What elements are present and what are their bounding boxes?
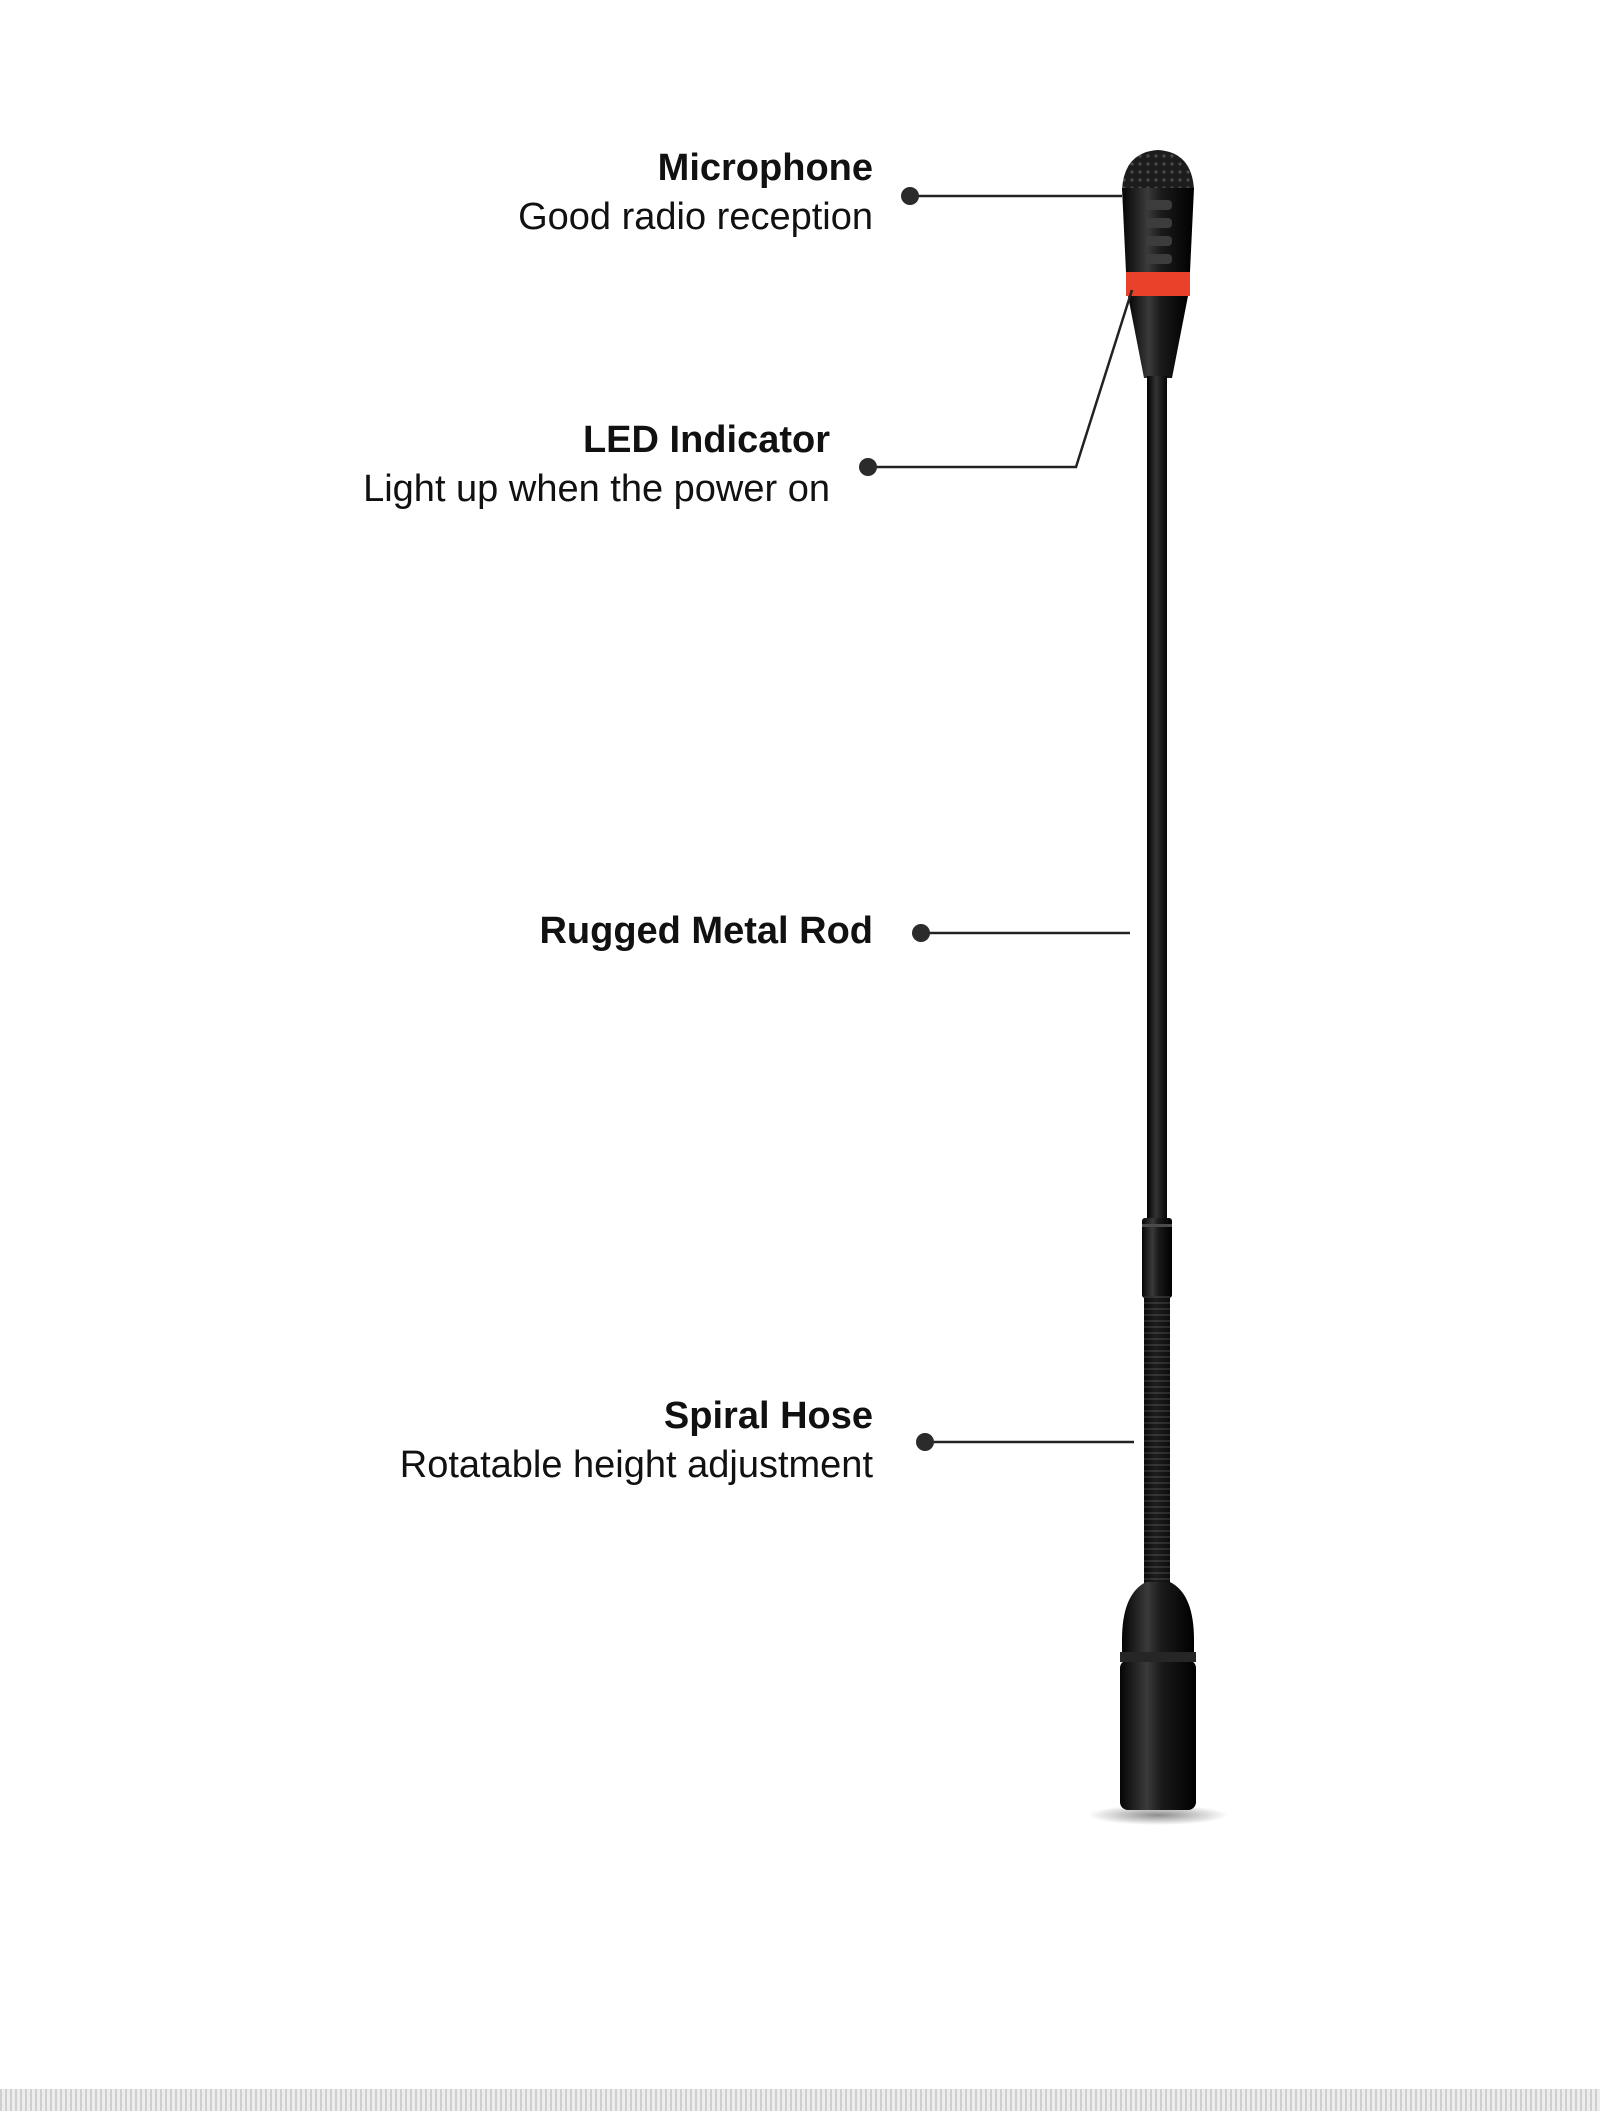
- led-indicator-leader: [868, 289, 1134, 469]
- xlr-plug: [1120, 1660, 1196, 1810]
- rugged-metal-rod-leader-dot: [912, 924, 930, 942]
- rugged-metal-rod-title: Rugged Metal Rod: [539, 910, 873, 952]
- microphone-description: Good radio reception: [518, 196, 873, 238]
- microphone-leader-dot: [901, 187, 919, 205]
- led-ring: [1126, 272, 1190, 296]
- led-indicator-description: Light up when the power on: [363, 468, 830, 510]
- bottom-border-strip: [0, 2089, 1600, 2111]
- base-shadow: [1088, 1805, 1228, 1825]
- spiral-hose-leader-dot: [916, 1433, 934, 1451]
- microphone-callout: Microphone Good radio reception: [518, 144, 873, 242]
- microphone-head: [1122, 150, 1194, 272]
- base-connector: [1122, 1582, 1194, 1660]
- microphone-title: Microphone: [657, 147, 873, 189]
- microphone-neck: [1128, 296, 1188, 378]
- spiral-hose-description: Rotatable height adjustment: [399, 1444, 873, 1486]
- rugged-metal-rod: [1147, 376, 1167, 1221]
- led-indicator-title: LED Indicator: [582, 419, 830, 461]
- rugged-metal-rod-callout: Rugged Metal Rod: [539, 907, 873, 955]
- led-indicator-callout: LED Indicator Light up when the power on: [363, 416, 830, 514]
- rod-collar: [1142, 1218, 1172, 1298]
- spiral-hose-callout: Spiral Hose Rotatable height adjustment: [400, 1392, 873, 1490]
- led-indicator-leader-dot: [859, 458, 877, 476]
- spiral-hose-title: Spiral Hose: [663, 1395, 873, 1437]
